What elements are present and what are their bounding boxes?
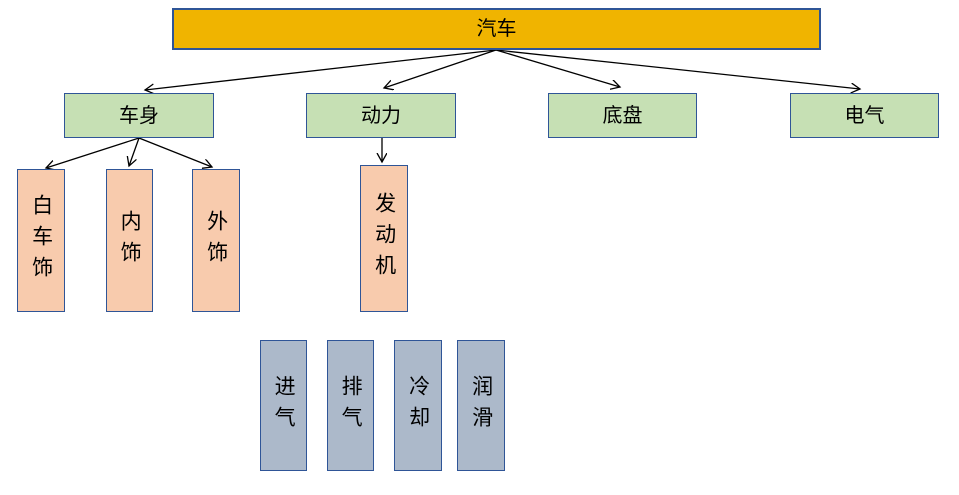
node-dianqi: 电气: [790, 93, 939, 138]
node-waishi-label: 外饰: [204, 209, 228, 272]
edge-cheshen-neishi: [129, 137, 140, 166]
node-runhua-label: 润滑: [469, 374, 493, 437]
node-dipan-label: 底盘: [602, 104, 643, 127]
edge-cheshen-baicheshi: [46, 137, 140, 168]
node-paiqi: 排气: [327, 340, 374, 471]
node-cheshen: 车身: [64, 93, 214, 138]
node-baicheshi-label: 白车饰: [29, 194, 53, 287]
node-dianqi-label: 电气: [844, 104, 885, 127]
node-fadongji: 发动机: [360, 165, 408, 312]
node-paiqi-label: 排气: [339, 374, 363, 437]
node-qiche: 汽车: [172, 8, 821, 50]
edge-qiche-cheshen: [145, 49, 497, 90]
node-dongli-label: 动力: [361, 104, 401, 127]
node-cheshen-label: 车身: [119, 104, 159, 127]
node-baicheshi: 白车饰: [17, 169, 65, 312]
node-neishi: 内饰: [106, 169, 153, 312]
node-dipan: 底盘: [548, 93, 697, 138]
node-qiche-label: 汽车: [476, 18, 517, 40]
node-lengque: 冷却: [394, 340, 442, 471]
node-waishi: 外饰: [192, 169, 240, 312]
node-jinqi-label: 进气: [272, 374, 296, 437]
node-lengque-label: 冷却: [406, 374, 430, 437]
node-runhua: 润滑: [457, 340, 505, 471]
node-jinqi: 进气: [260, 340, 307, 471]
node-dongli: 动力: [306, 93, 456, 138]
edge-qiche-dianqi: [495, 49, 860, 89]
edge-cheshen-waishi: [138, 137, 212, 167]
edge-qiche-dipan: [495, 49, 620, 87]
edge-qiche-dongli: [384, 49, 497, 88]
node-neishi-label: 内饰: [118, 209, 142, 272]
node-fadongji-label: 发动机: [372, 192, 396, 285]
